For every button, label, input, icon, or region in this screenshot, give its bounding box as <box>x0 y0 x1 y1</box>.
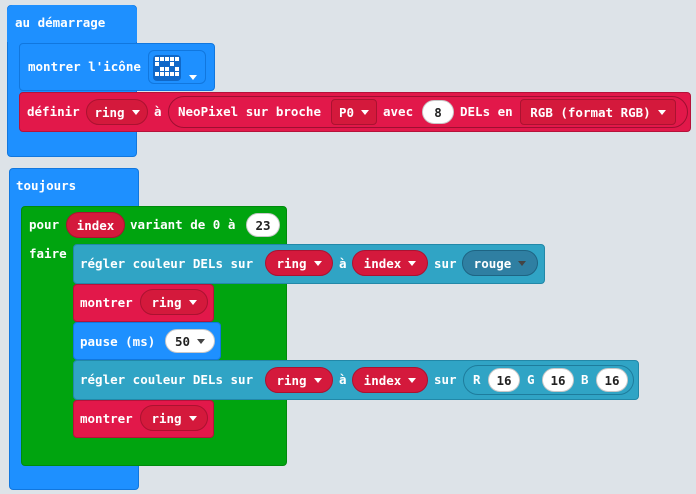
chevron-down-icon <box>518 260 527 266</box>
chevron-down-icon <box>408 260 417 266</box>
chevron-down-icon <box>361 109 370 115</box>
neopixel-pin-label: NeoPixel sur broche <box>178 104 321 119</box>
do-label: faire <box>29 246 67 261</box>
g-label: G <box>527 372 535 387</box>
chevron-down-icon <box>408 377 417 383</box>
index-variable[interactable]: index <box>66 212 125 238</box>
pause-label: pause (ms) <box>80 334 156 349</box>
range-label: variant de 0 à <box>130 217 236 232</box>
ring-variable-dropdown[interactable]: ring <box>86 99 148 125</box>
chevron-down-icon <box>188 415 197 421</box>
ring-strip-dropdown[interactable]: ring <box>265 367 333 393</box>
set-color-label: régler couleur DELs sur <box>80 256 254 271</box>
on-start-hat <box>7 5 137 42</box>
red-value-input[interactable]: 16 <box>488 368 520 392</box>
pause-ms-dropdown[interactable]: 50 <box>165 329 215 353</box>
range-end-input[interactable]: 23 <box>246 213 280 237</box>
index-variable-dropdown[interactable]: index <box>352 367 428 393</box>
show-label: montrer <box>80 411 133 426</box>
mode-dropdown[interactable]: RGB (format RGB) <box>520 99 676 125</box>
green-value-input[interactable]: 16 <box>542 368 574 392</box>
led-count-input[interactable]: 8 <box>422 100 454 124</box>
chevron-down-icon <box>313 377 322 383</box>
icon-dropdown[interactable] <box>148 50 206 84</box>
on-start-label: au démarrage <box>15 15 106 30</box>
define-to-label: à <box>154 104 162 119</box>
color-dropdown[interactable]: rouge <box>462 250 538 276</box>
blue-value-input[interactable]: 16 <box>596 368 628 392</box>
chevron-down-icon <box>197 338 206 344</box>
pin-dropdown[interactable]: P0 <box>331 99 377 125</box>
index-variable-dropdown[interactable]: index <box>352 250 428 276</box>
at-label: à <box>339 256 347 271</box>
show-icon-label: montrer l'icône <box>28 59 141 74</box>
forever-label: toujours <box>16 178 77 193</box>
r-label: R <box>473 372 481 387</box>
small-heart-icon <box>153 55 181 81</box>
at-label: à <box>339 372 347 387</box>
chevron-down-icon <box>189 65 197 84</box>
on-label: sur <box>434 256 457 271</box>
ring-strip-dropdown[interactable]: ring <box>140 289 208 315</box>
show-label: montrer <box>80 295 133 310</box>
chevron-down-icon <box>188 299 197 305</box>
for-pour-label: pour <box>29 217 60 232</box>
ring-strip-dropdown[interactable]: ring <box>265 250 333 276</box>
on-label: sur <box>434 372 457 387</box>
define-label: définir <box>27 104 80 119</box>
ring-strip-dropdown[interactable]: ring <box>140 405 208 431</box>
b-label: B <box>581 372 589 387</box>
leds-label: DELs en <box>460 104 513 119</box>
chevron-down-icon <box>131 109 140 115</box>
chevron-down-icon <box>657 109 666 115</box>
with-label: avec <box>383 104 414 119</box>
chevron-down-icon <box>313 260 322 266</box>
set-color-label: régler couleur DELs sur <box>80 372 254 387</box>
